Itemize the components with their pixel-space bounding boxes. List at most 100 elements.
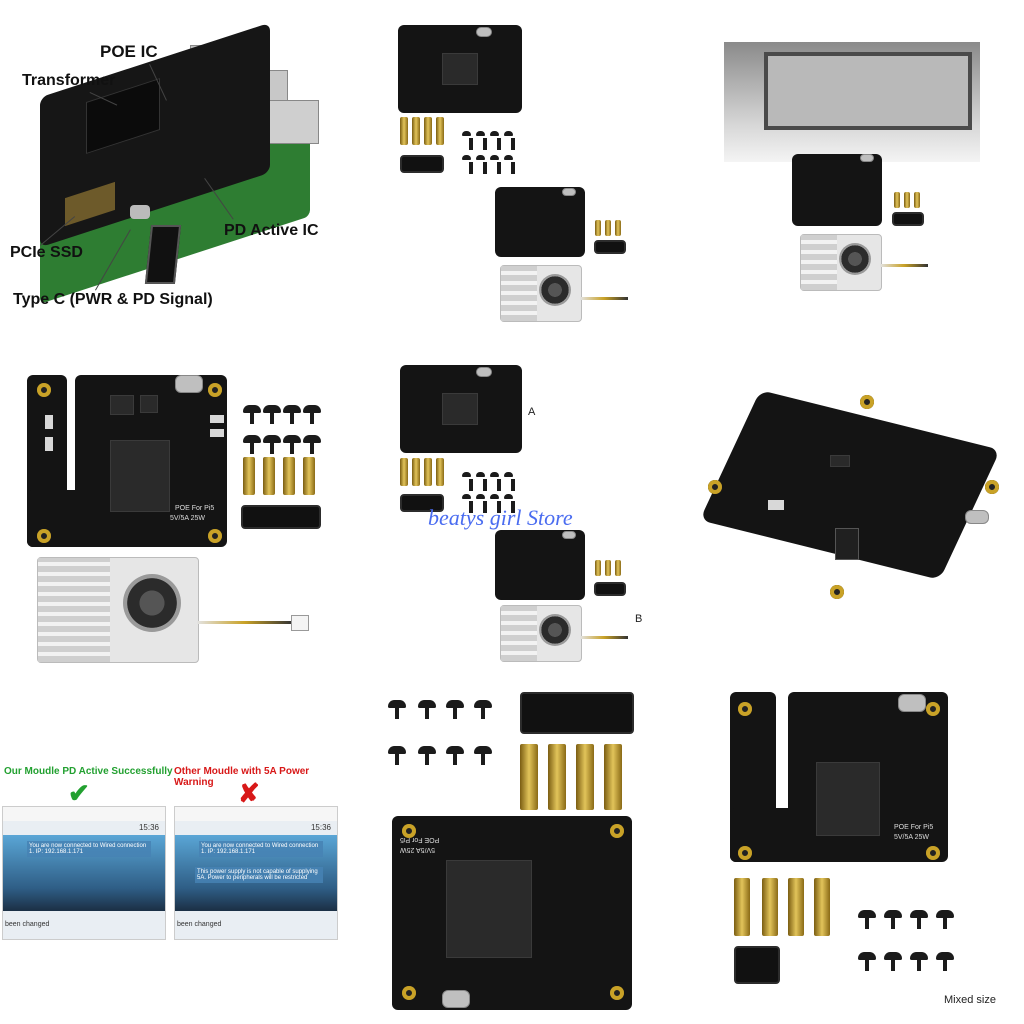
brass-standoff <box>548 744 566 810</box>
smd-component <box>45 415 53 429</box>
accessories-and-board-photo: POE For Pi5 5V/5A 25W <box>380 690 660 1020</box>
screw <box>283 435 301 454</box>
mount-hole <box>830 585 844 599</box>
mount-hole <box>208 383 222 397</box>
screw <box>388 700 406 719</box>
cooling-fan <box>800 234 882 291</box>
fpc-adapter <box>594 240 626 254</box>
brass-standoff <box>605 560 611 576</box>
fan-cable <box>880 264 928 267</box>
screw <box>476 131 487 150</box>
store-watermark: beatys girl Store <box>428 505 573 530</box>
brass-standoff <box>762 878 778 936</box>
pd-chip <box>110 395 134 415</box>
heatsink <box>501 606 537 661</box>
screw <box>418 700 436 719</box>
mount-hole <box>738 846 752 860</box>
silkscreen-rating: 5V/5A 25W <box>170 515 206 522</box>
label-pcie-ssd: PCIe SSD <box>10 244 83 261</box>
brass-standoff <box>520 744 538 810</box>
variant-label-a: A <box>528 406 536 418</box>
cooling-fan <box>500 265 582 322</box>
board-top-and-parts-photo: POE For Pi5 5V/5A 25W Mixed size <box>718 690 1018 1020</box>
cooling-fan <box>500 605 582 662</box>
variant-label-b: B <box>635 613 643 625</box>
mixed-size-note: Mixed size <box>944 994 996 1006</box>
screw <box>490 494 501 513</box>
type-c-port <box>130 205 150 219</box>
mount-hole <box>37 529 51 543</box>
screw <box>462 494 473 513</box>
poe-board-small-b <box>495 187 585 257</box>
screw <box>504 472 515 491</box>
screw <box>462 472 473 491</box>
main-chip <box>816 762 880 836</box>
brass-standoff <box>436 458 444 486</box>
brass-standoff <box>904 192 910 208</box>
heatsink <box>38 558 110 662</box>
screw <box>476 494 487 513</box>
brass-standoff <box>303 457 315 495</box>
smd-component <box>210 429 224 437</box>
left-title: Our Moudle PD Active Successfully <box>4 766 173 777</box>
screw <box>858 952 876 971</box>
screw <box>884 952 902 971</box>
mount-hole <box>708 480 722 494</box>
brass-standoff <box>263 457 275 495</box>
label-pd-active-ic: PD Active IC <box>224 222 319 239</box>
type-c-port <box>476 27 492 37</box>
heatsink <box>501 266 537 321</box>
fpc-adapter <box>241 505 321 529</box>
main-chip <box>442 393 478 425</box>
screw <box>474 700 492 719</box>
mount-hole <box>208 529 222 543</box>
brass-standoff <box>424 458 432 486</box>
main-chip <box>110 440 170 512</box>
fpc-adapter <box>892 212 924 226</box>
type-c-port <box>175 375 203 393</box>
type-c-port <box>442 990 470 1008</box>
screw <box>263 405 281 424</box>
screw <box>504 131 515 150</box>
check-icon: ✔ <box>68 778 90 808</box>
annotated-stack-photo: POE IC Transformer PD Active IC PCIe SSD… <box>0 0 340 340</box>
smd-component <box>768 500 784 510</box>
type-c-port <box>860 154 874 162</box>
fan-blower <box>839 243 871 275</box>
brass-standoff <box>424 117 432 145</box>
screw <box>476 155 487 174</box>
cooling-fan <box>37 557 199 663</box>
brass-standoff <box>734 878 750 936</box>
screw <box>490 131 501 150</box>
fpc-adapter <box>594 582 626 596</box>
kit-parts-thumbnail <box>380 15 660 325</box>
heatsink <box>801 235 837 290</box>
type-c-port <box>476 367 492 377</box>
left-taskbar <box>3 807 165 821</box>
brass-standoff <box>283 457 295 495</box>
mount-hole <box>402 824 416 838</box>
screw <box>462 131 473 150</box>
screw <box>446 700 464 719</box>
mount-hole <box>860 395 874 409</box>
fan-blower <box>539 274 571 306</box>
type-c-port <box>562 531 576 539</box>
brass-standoff <box>788 878 804 936</box>
left-footer: been changed <box>5 921 50 928</box>
brass-standoff <box>595 560 601 576</box>
mount-hole <box>985 480 999 494</box>
kit-closeup-photo: POE For Pi5 5V/5A 25W <box>15 365 335 675</box>
brass-standoff <box>814 878 830 936</box>
screw <box>418 746 436 765</box>
type-c-port <box>898 694 926 712</box>
mount-hole <box>926 702 940 716</box>
brass-standoff <box>615 220 621 236</box>
brass-standoff <box>615 560 621 576</box>
fpc-adapter <box>400 155 444 173</box>
right-taskbar <box>175 807 337 821</box>
brass-standoff <box>436 117 444 145</box>
brass-standoff <box>400 117 408 145</box>
brass-standoff <box>595 220 601 236</box>
main-chip <box>442 53 478 85</box>
pd-comparison-panel: Our Moudle PD Active Successfully Other … <box>0 760 340 950</box>
